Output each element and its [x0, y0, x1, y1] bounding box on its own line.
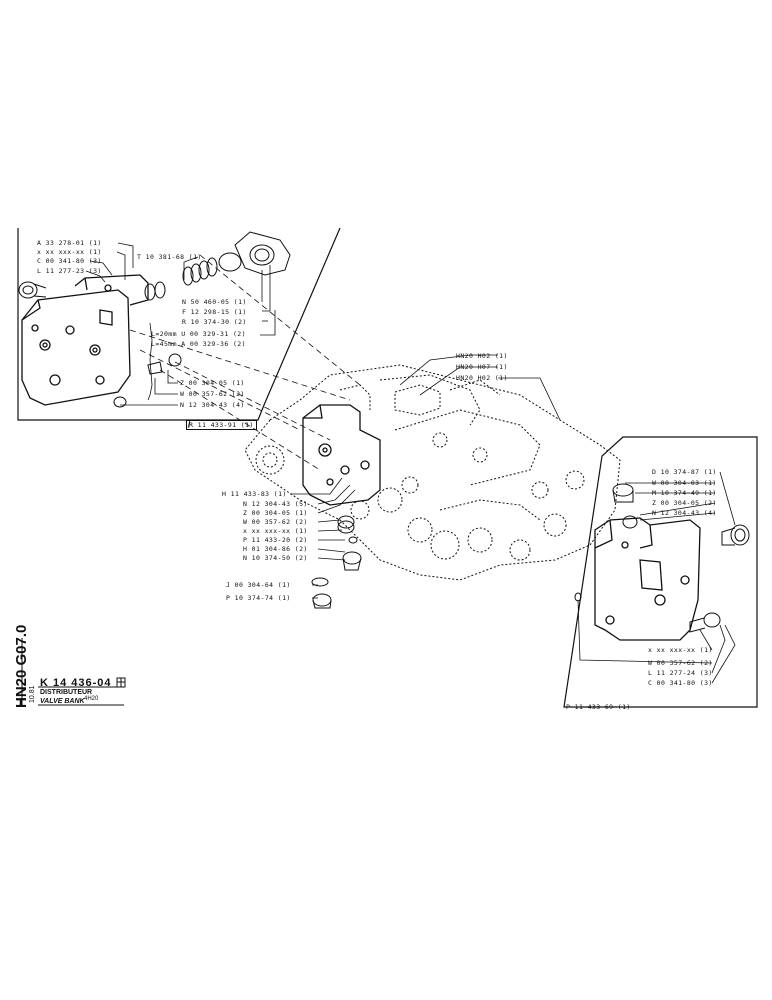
center-label: N 12 304-43 (5): [243, 500, 308, 508]
left-label: L 11 277-23 (3): [37, 267, 102, 275]
right-group-frame: [563, 436, 758, 708]
left-label: C 00 341-80 (3): [37, 257, 102, 265]
center-label: H 01 304-86 (2): [243, 545, 308, 553]
left-spring: [144, 257, 218, 301]
right-label: N 12 304-43 (4): [652, 509, 717, 517]
left-label: L=45mm A 00 329-36 (2): [151, 340, 246, 348]
right-label: M 10 374-49 (1): [652, 489, 717, 497]
sheet-code: HN20 G07.0: [13, 624, 30, 708]
model: 4H20: [84, 696, 99, 702]
center-label: N 10 374-50 (2): [243, 554, 308, 562]
left-label: L=20mm U 00 329-31 (2): [151, 330, 246, 338]
right-parts: [574, 483, 750, 633]
left-label: Z 00 304-05 (1): [180, 379, 245, 387]
center-label: W 00 357-62 (2): [243, 518, 308, 526]
right-valve-body: [594, 517, 701, 641]
right-assembly-label: P 11 433-69 (1): [566, 703, 631, 711]
title-fr: DISTRIBUTEUR: [40, 689, 93, 696]
center-label: x xx xxx-xx (1): [243, 527, 308, 535]
left-label: F 12 298-15 (1): [182, 308, 247, 316]
right-label: W 00 304-03 (1): [652, 479, 717, 487]
right-label: C 00 341-80 (3): [648, 679, 713, 687]
sheet-date: 10.81: [29, 685, 36, 703]
left-label: N 50 460-05 (1): [182, 298, 247, 306]
section-label: HN20 H02 (1): [456, 352, 508, 360]
center-leaders: [290, 354, 561, 599]
left-label: x xx xxx-xx (1): [37, 248, 102, 256]
right-label: x xx xxx-xx (1): [648, 646, 713, 654]
left-label: W 00 357-62 (2): [180, 390, 245, 398]
left-plug: [18, 281, 47, 299]
part-number: K 14 436-04: [40, 677, 112, 689]
left-flange: [218, 231, 291, 276]
title-block-lines: [21, 638, 126, 706]
title-en: VALVE BANK: [40, 698, 85, 705]
right-label: L 11 277-24 (3): [648, 669, 713, 677]
left-assembly-label: R 11 433-91 (1): [186, 420, 257, 430]
center-label: P 11 433-20 (2): [243, 536, 308, 544]
section-label: HN20 H07 (1): [456, 363, 508, 371]
center-label: P 10 374-74 (1): [226, 594, 291, 602]
left-valve-body: [21, 274, 149, 406]
center-section-solid: [302, 404, 381, 506]
left-label: R 10 374-30 (2): [182, 318, 247, 326]
left-label: T 10 381-68 (1): [137, 253, 202, 261]
center-label: J 00 304-64 (1): [226, 581, 291, 589]
left-label: N 12 304-43 (4): [180, 401, 245, 409]
right-leaders: [577, 471, 736, 684]
section-label: HN20 H02 (1): [456, 374, 508, 382]
center-parts: [311, 515, 362, 609]
right-label: D 10 374-87 (1): [652, 468, 717, 476]
left-label: A 33 278-01 (1): [37, 239, 102, 247]
center-label: H 11 433-83 (1): [222, 490, 287, 498]
center-valve-stack: [244, 364, 621, 581]
center-label: Z 00 304-05 (1): [243, 509, 308, 517]
right-label: W 00 357-62 (2): [648, 659, 713, 667]
right-label: Z 00 304-05 (2): [652, 499, 717, 507]
left-group-frame: [17, 227, 341, 421]
